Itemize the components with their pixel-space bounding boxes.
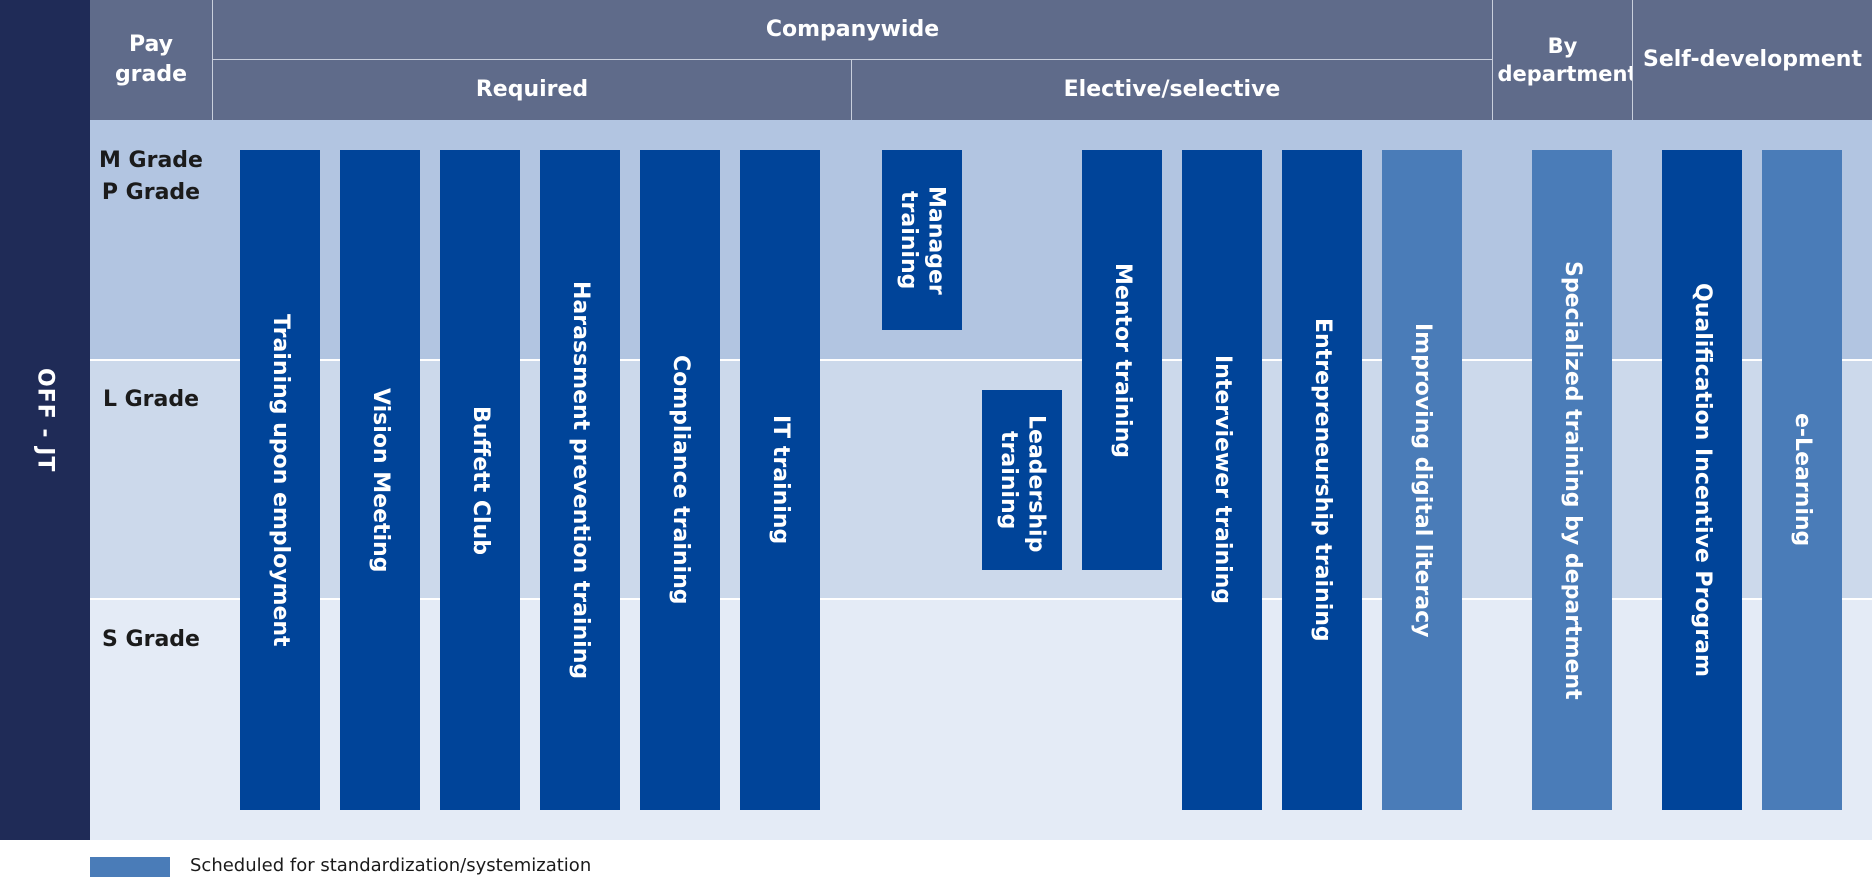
program-mentor-training: Mentor training — [1082, 150, 1162, 570]
program-qualification-incentive: Qualification Incentive Program — [1662, 150, 1742, 810]
required-header: Required — [213, 60, 851, 120]
program-leadership-training: Leadership training — [982, 390, 1062, 570]
header-divider — [1632, 0, 1633, 120]
grade-label-s: S Grade — [102, 627, 200, 652]
header-divider — [1492, 0, 1493, 120]
self-development-header: Self-development — [1633, 0, 1872, 120]
program-it-training: IT training — [740, 150, 820, 810]
header-divider — [213, 59, 1492, 60]
grade-label-mp: M Grade P Grade — [99, 148, 203, 205]
companywide-header: Companywide — [213, 0, 1492, 59]
program-compliance: Compliance training — [640, 150, 720, 810]
header-divider — [212, 0, 213, 120]
program-vision-meeting: Vision Meeting — [340, 150, 420, 810]
sidebar — [0, 0, 90, 840]
sidebar-label: OFF - JT — [32, 367, 58, 473]
by-department-header: By department — [1493, 0, 1638, 120]
legend-label: Scheduled for standardization/systemizat… — [190, 855, 592, 876]
legend-swatch — [90, 857, 170, 877]
program-harassment-prevention: Harassment prevention training — [540, 150, 620, 810]
program-buffett-club: Buffett Club — [440, 150, 520, 810]
program-improving-digital-literacy: Improving digital literacy — [1382, 150, 1462, 810]
program-e-learning: e-Learning — [1762, 150, 1842, 810]
header-divider — [851, 60, 852, 120]
program-interviewer-training: Interviewer training — [1182, 150, 1262, 810]
sidebar-label-wrap: OFF - JT — [0, 0, 90, 840]
band-divider — [90, 598, 1872, 600]
program-entrepreneurship-training: Entrepreneurship training — [1282, 150, 1362, 810]
pay-grade-header: Pay grade — [90, 0, 212, 120]
band-divider — [90, 359, 1872, 361]
program-specialized-training: Specialized training by department — [1532, 150, 1612, 810]
program-training-upon-employment: Training upon employment — [240, 150, 320, 810]
elective-header: Elective/selective — [852, 60, 1492, 120]
grade-label-l: L Grade — [102, 387, 200, 412]
program-manager-training: Manager training — [882, 150, 962, 330]
